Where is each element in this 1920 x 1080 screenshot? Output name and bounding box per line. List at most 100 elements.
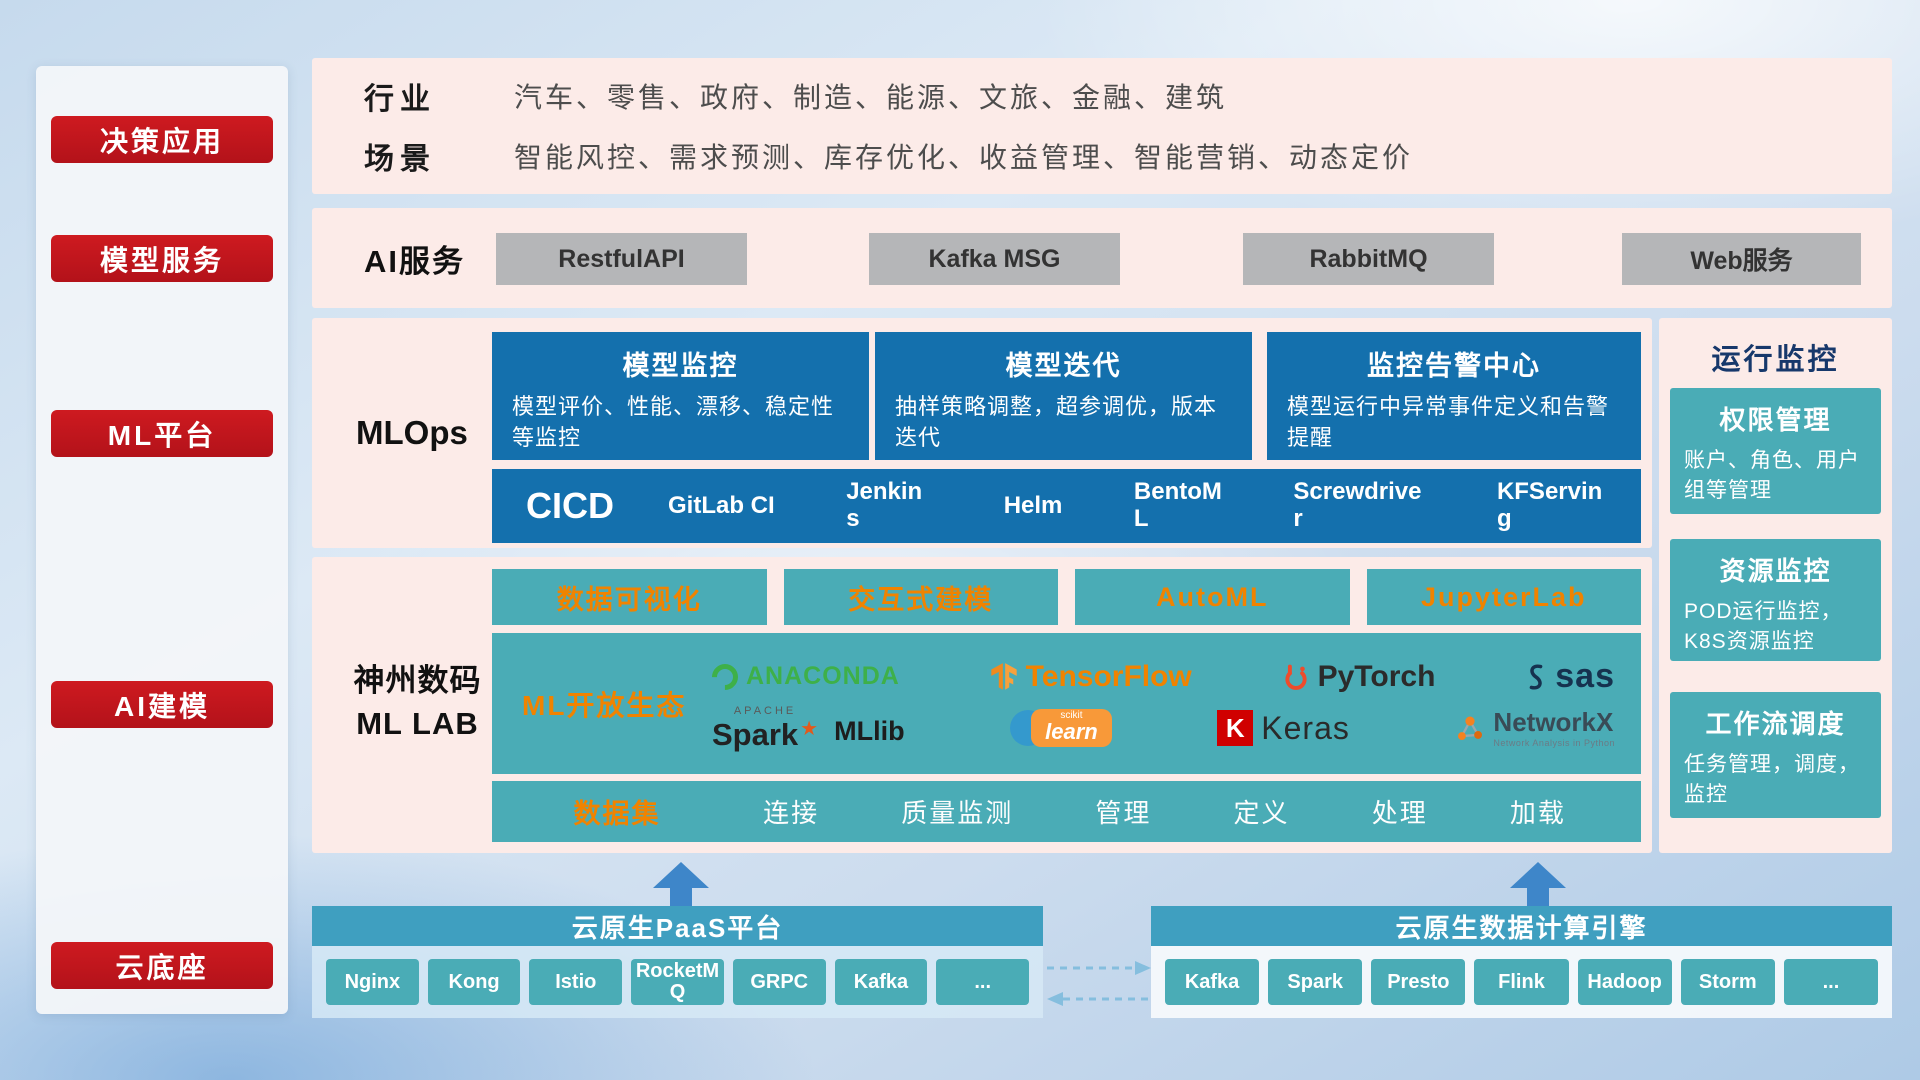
sas-logo: sas bbox=[1525, 657, 1615, 696]
industry-label: 行业 bbox=[364, 83, 436, 116]
networkx-icon bbox=[1458, 716, 1483, 740]
ml-lab-label: 神州数码 ML LAB bbox=[340, 659, 495, 746]
card-desc: 抽样策略调整，超参调优，版本迭代 bbox=[895, 394, 1218, 450]
dataset-item-process: 处理 bbox=[1371, 798, 1428, 828]
ml-lab-label-line2: ML LAB bbox=[356, 706, 479, 742]
card-title: 权限管理 bbox=[1719, 405, 1832, 435]
up-arrow-left bbox=[653, 862, 709, 906]
card-title: 监控告警中心 bbox=[1367, 351, 1541, 381]
pytorch-logo: PyTorch bbox=[1282, 659, 1436, 694]
workflow-scheduling-card: 工作流调度 任务管理，调度，监控 bbox=[1670, 692, 1881, 818]
tab-jupyterlab[interactable]: JupyterLab bbox=[1366, 569, 1641, 625]
chip-more-right[interactable]: ... bbox=[1783, 959, 1878, 1005]
runtime-monitoring-title: 运行监控 bbox=[1711, 344, 1840, 376]
sidebar-item-ai-modeling[interactable]: AI建模 bbox=[51, 681, 273, 728]
web-service-button[interactable]: Web服务 bbox=[1622, 233, 1861, 285]
chip-presto[interactable]: Presto bbox=[1371, 959, 1466, 1005]
pytorch-text: PyTorch bbox=[1317, 659, 1436, 693]
logo-row-1: ANACONDA TensorFlow bbox=[706, 657, 1615, 696]
dataset-item-manage: 管理 bbox=[1095, 798, 1152, 828]
cicd-tools: GitLab CI Jenkins Helm BentoML Screwdriv… bbox=[668, 478, 1607, 533]
sidebar-item-cloud-base[interactable]: 云底座 bbox=[51, 942, 273, 989]
chip-hadoop[interactable]: Hadoop bbox=[1577, 959, 1672, 1005]
rabbitmq-button[interactable]: RabbitMQ bbox=[1243, 233, 1494, 285]
keras-icon: K bbox=[1217, 710, 1254, 746]
up-arrow-right bbox=[1510, 862, 1566, 906]
chip-istio[interactable]: Istio bbox=[529, 959, 623, 1005]
keras-logo: K Keras bbox=[1217, 710, 1350, 747]
chip-kong[interactable]: Kong bbox=[427, 959, 521, 1005]
card-desc: 账户、角色、用户组等管理 bbox=[1684, 449, 1860, 502]
tensorflow-text: TensorFlow bbox=[1025, 659, 1192, 693]
spark-mllib-logo: APACHE Spark ★ MLlib bbox=[712, 705, 905, 751]
ml-ecosystem-box: ML开放生态 ANACONDA TensorFlow bbox=[492, 633, 1641, 774]
resource-monitoring-card: 资源监控 POD运行监控，K8S资源监控 bbox=[1670, 539, 1881, 661]
chip-nginx[interactable]: Nginx bbox=[326, 959, 419, 1005]
tool-gitlab-ci: GitLab CI bbox=[668, 491, 775, 519]
dataset-item-define: 定义 bbox=[1233, 798, 1290, 828]
arrow-head bbox=[653, 862, 709, 888]
card-title: 模型监控 bbox=[622, 351, 739, 381]
spark-text: Spark ★ bbox=[712, 719, 818, 750]
tensorflow-icon bbox=[990, 662, 1017, 690]
ecosystem-logos: ANACONDA TensorFlow bbox=[706, 657, 1615, 751]
cicd-label: CICD bbox=[526, 485, 614, 526]
tab-interactive-modeling[interactable]: 交互式建模 bbox=[783, 569, 1058, 625]
alert-center-card: 监控告警中心 模型运行中异常事件定义和告警提醒 bbox=[1267, 332, 1641, 460]
scikit-learn-badge: scikit learn bbox=[1031, 709, 1112, 747]
sidebar-item-decision-app[interactable]: 决策应用 bbox=[51, 116, 273, 163]
chip-kafka[interactable]: Kafka bbox=[834, 959, 928, 1005]
sidebar-item-model-service[interactable]: 模型服务 bbox=[51, 235, 273, 282]
anaconda-icon bbox=[706, 658, 744, 695]
sidebar: 决策应用 模型服务 ML平台 AI建模 云底座 bbox=[36, 66, 288, 1014]
model-iteration-card: 模型迭代 抽样策略调整，超参调优，版本迭代 bbox=[875, 332, 1252, 460]
anaconda-logo: ANACONDA bbox=[706, 658, 900, 695]
paas-platform-bar: 云原生PaaS平台 bbox=[312, 906, 1043, 946]
chip-spark[interactable]: Spark bbox=[1268, 959, 1363, 1005]
cicd-bar: CICD GitLab CI Jenkins Helm BentoML Scre… bbox=[492, 469, 1641, 543]
tab-data-visualization[interactable]: 数据可视化 bbox=[492, 569, 767, 625]
ai-service-label: AI服务 bbox=[364, 243, 465, 279]
sidebar-item-ml-platform[interactable]: ML平台 bbox=[51, 410, 273, 457]
dataset-item-load: 加载 bbox=[1509, 798, 1566, 828]
data-engine-bar: 云原生数据计算引擎 bbox=[1151, 906, 1892, 946]
sas-icon bbox=[1529, 663, 1543, 690]
tool-screwdriver: Screwdriver bbox=[1293, 478, 1422, 532]
dataset-items: 连接 质量监测 管理 定义 处理 加载 bbox=[722, 793, 1607, 830]
scenario-row: 场景 智能风控、需求预测、库存优化、收益管理、智能营销、动态定价 bbox=[364, 134, 1892, 178]
apache-text: APACHE bbox=[733, 705, 797, 717]
card-title: 工作流调度 bbox=[1705, 709, 1846, 739]
chip-rocketmq[interactable]: RocketMQ bbox=[631, 959, 724, 1005]
tab-automl[interactable]: AutoML bbox=[1075, 569, 1350, 625]
dataset-bar: 数据集 连接 质量监测 管理 定义 处理 加载 bbox=[492, 781, 1641, 842]
chip-grpc[interactable]: GRPC bbox=[732, 959, 826, 1005]
industry-row: 行业 汽车、零售、政府、制造、能源、文旅、金融、建筑 bbox=[364, 74, 1892, 118]
data-exchange-arrows-icon bbox=[1047, 961, 1151, 1006]
card-desc: 任务管理，调度，监控 bbox=[1684, 753, 1860, 806]
chip-storm[interactable]: Storm bbox=[1680, 959, 1775, 1005]
card-desc: POD运行监控，K8S资源监控 bbox=[1684, 600, 1843, 653]
spark-wordmark: Spark bbox=[712, 717, 799, 752]
anaconda-text: ANACONDA bbox=[746, 662, 900, 690]
networkx-stack: NetworkX Network Analysis in Python bbox=[1493, 707, 1615, 748]
chip-kafka-2[interactable]: Kafka bbox=[1165, 959, 1260, 1005]
scikit-text: scikit bbox=[1060, 710, 1083, 721]
pytorch-icon bbox=[1285, 664, 1307, 690]
logo-row-2: APACHE Spark ★ MLlib scikit learn bbox=[712, 705, 1615, 751]
networkx-subtitle: Network Analysis in Python bbox=[1493, 737, 1615, 748]
card-title: 资源监控 bbox=[1719, 556, 1832, 586]
permission-management-card: 权限管理 账户、角色、用户组等管理 bbox=[1670, 388, 1881, 514]
dataset-item-quality: 质量监测 bbox=[901, 798, 1014, 828]
scikit-learn-logo: scikit learn bbox=[1010, 709, 1112, 747]
industry-values: 汽车、零售、政府、制造、能源、文旅、金融、建筑 bbox=[514, 82, 1228, 113]
kafka-msg-button[interactable]: Kafka MSG bbox=[869, 233, 1120, 285]
ml-lab-label-line1: 神州数码 bbox=[353, 663, 482, 698]
restfulapi-button[interactable]: RestfulAPI bbox=[496, 233, 747, 285]
ml-ecosystem-label: ML开放生态 bbox=[522, 689, 687, 721]
chip-flink[interactable]: Flink bbox=[1474, 959, 1569, 1005]
spark-stack: APACHE Spark ★ bbox=[712, 705, 818, 751]
tool-bentoml: BentoML bbox=[1133, 478, 1222, 532]
scenario-values: 智能风控、需求预测、库存优化、收益管理、智能营销、动态定价 bbox=[514, 142, 1414, 173]
chip-more-left[interactable]: ... bbox=[936, 959, 1030, 1005]
